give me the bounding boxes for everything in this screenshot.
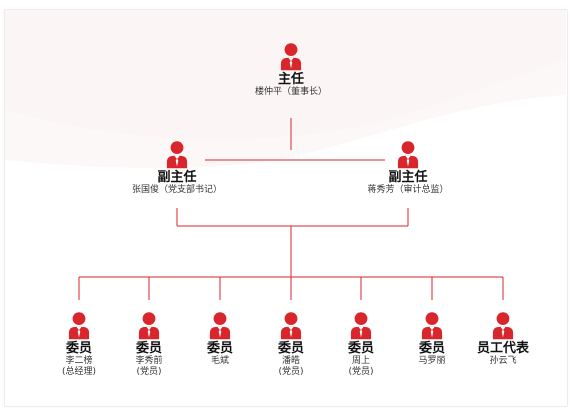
node-title: 委员 xyxy=(65,341,92,356)
node-name: 李二榜 xyxy=(65,356,93,366)
node-note: (党员) xyxy=(348,367,374,377)
node-member-2: 委员 李秀前 (党员) xyxy=(94,311,204,378)
node-name: 毛斌 xyxy=(210,356,229,366)
node-name: 周上 xyxy=(351,356,370,366)
node-member-1: 委员 李二榜 (总经理) xyxy=(24,311,134,378)
node-name: 孙云飞 xyxy=(489,356,517,366)
node-vice-2: 副主任 蒋秀芳（审计总监） xyxy=(353,140,463,196)
node-title: 员工代表 xyxy=(476,341,529,356)
node-name: 楼仲平（董事长） xyxy=(254,87,327,97)
node-member-3: 委员 毛斌 xyxy=(165,311,275,367)
person-with-tie-icon xyxy=(138,311,160,340)
node-note: (总经理) xyxy=(61,367,97,377)
node-name: 李秀前 xyxy=(135,356,163,366)
node-vice-1: 副主任 张国俊（党支部书记） xyxy=(122,140,232,196)
node-title: 委员 xyxy=(277,341,304,356)
node-member-6: 委员 马罗丽 xyxy=(377,311,487,367)
person-with-tie-icon xyxy=(166,140,188,169)
node-title: 主任 xyxy=(277,72,304,87)
node-name: 潘皓 xyxy=(281,356,300,366)
node-title: 委员 xyxy=(418,341,445,356)
node-note: (党员) xyxy=(136,367,162,377)
person-with-tie-icon xyxy=(280,311,302,340)
node-name: 蒋秀芳（审计总监） xyxy=(367,185,449,195)
node-note: (党员) xyxy=(278,367,304,377)
node-member-7: 员工代表 孙云飞 xyxy=(448,311,558,367)
node-name: 张国俊（党支部书记） xyxy=(131,185,222,195)
node-title: 委员 xyxy=(347,341,374,356)
person-with-tie-icon xyxy=(280,42,302,71)
node-title: 委员 xyxy=(206,341,233,356)
node-name: 马罗丽 xyxy=(418,356,446,366)
person-with-tie-icon xyxy=(68,311,90,340)
node-title: 副主任 xyxy=(388,170,428,185)
person-with-tie-icon xyxy=(421,311,443,340)
node-member-4: 委员 潘皓 (党员) xyxy=(236,311,346,378)
node-title: 副主任 xyxy=(157,170,197,185)
person-with-tie-icon xyxy=(397,140,419,169)
person-with-tie-icon xyxy=(350,311,372,340)
node-member-5: 委员 周上 (党员) xyxy=(306,311,416,378)
node-title: 委员 xyxy=(135,341,162,356)
person-with-tie-icon xyxy=(492,311,514,340)
node-chairman: 主任 楼仲平（董事长） xyxy=(236,42,346,98)
person-with-tie-icon xyxy=(209,311,231,340)
